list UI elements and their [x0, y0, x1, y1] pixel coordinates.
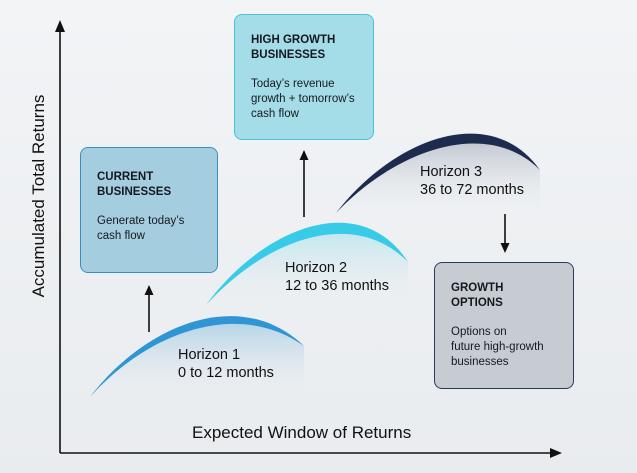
- current-businesses-title: CURRENT BUSINESSES: [97, 171, 172, 198]
- growth-options-title: GROWTH OPTIONS: [451, 282, 504, 309]
- horizon-2-curve-shadow: [206, 226, 408, 305]
- current-businesses-box: CURRENT BUSINESSES Generate today’s cash…: [80, 147, 218, 273]
- high-growth-businesses-desc: Today’s revenue growth + tomorrow’s cash…: [251, 78, 355, 120]
- horizon-3-label: Horizon 3 36 to 72 months: [420, 163, 524, 199]
- y-axis-arrow: [55, 20, 65, 32]
- arrow-to-high-growth-head: [299, 150, 309, 160]
- horizon-1-curve-shadow: [90, 320, 304, 400]
- high-growth-businesses-title: HIGH GROWTH BUSINESSES: [251, 34, 336, 61]
- current-businesses-desc: Generate today’s cash flow: [97, 215, 185, 242]
- arrow-to-growth-options-head: [500, 243, 510, 253]
- growth-options-box: GROWTH OPTIONS Options on future high-gr…: [434, 262, 574, 389]
- horizon-1-label: Horizon 1 0 to 12 months: [178, 346, 274, 382]
- high-growth-businesses-box: HIGH GROWTH BUSINESSES Today’s revenue g…: [234, 14, 374, 140]
- arrow-to-current-head: [144, 285, 154, 295]
- horizon-1-curve: [90, 316, 304, 397]
- horizon-2-name: Horizon 2: [285, 260, 348, 276]
- growth-options-desc: Options on future high-growth businesses: [451, 326, 544, 368]
- horizon-3-curve: [336, 133, 540, 213]
- y-axis-label: Accumulated Total Returns: [29, 94, 48, 298]
- x-axis-label: Expected Window of Returns: [192, 423, 412, 442]
- horizon-1-name: Horizon 1: [178, 347, 241, 363]
- horizon-2-label: Horizon 2 12 to 36 months: [285, 259, 389, 295]
- horizon-3-name: Horizon 3: [420, 164, 483, 180]
- horizon-2-curve: [206, 222, 408, 305]
- horizon-3-period: 36 to 72 months: [420, 182, 524, 198]
- x-axis-arrow: [550, 448, 562, 458]
- horizon-1-period: 0 to 12 months: [178, 365, 274, 381]
- horizon-3-curve-shadow: [336, 137, 540, 215]
- horizon-2-period: 12 to 36 months: [285, 278, 389, 294]
